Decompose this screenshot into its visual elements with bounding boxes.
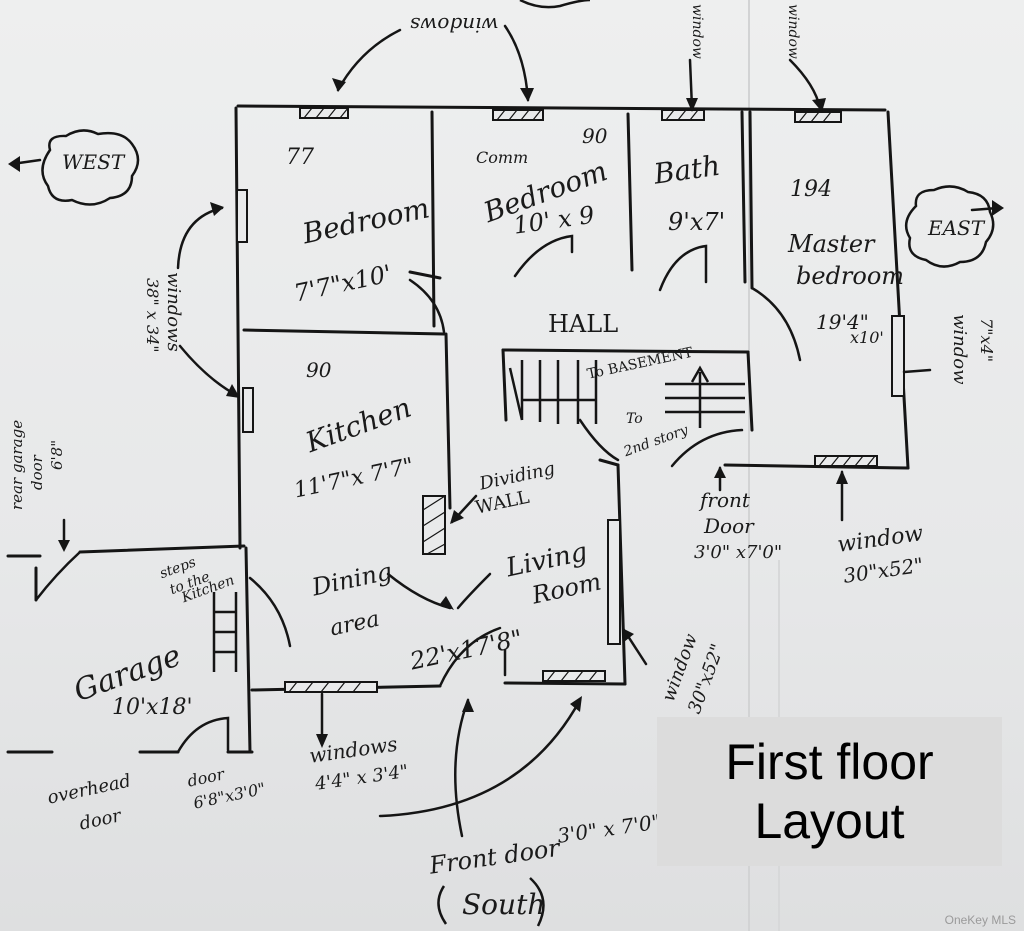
- note-front-inner-3: 3'0" x7'0": [694, 542, 783, 563]
- compass-west: WEST: [62, 150, 125, 174]
- stairs-second: [665, 365, 745, 428]
- master-name2: bedroom: [796, 262, 905, 290]
- door-swing-front-main: [438, 626, 502, 688]
- compass-east: EAST: [928, 216, 985, 240]
- east-cloud: [904, 185, 995, 268]
- arrow-front-door-living: [378, 698, 582, 818]
- arrow-front-door-south: [454, 698, 470, 838]
- west-wall: [234, 106, 242, 550]
- west-cloud: [41, 129, 140, 206]
- bedroom2-code: 90: [582, 124, 608, 148]
- arrow-dining: [386, 572, 452, 610]
- south-bracket: [437, 877, 545, 927]
- wall-bed1-bed2: [430, 110, 436, 328]
- window-north-bed2: [492, 109, 544, 121]
- title-line1: First floor: [725, 733, 934, 790]
- wall-bed2-bath: [626, 112, 634, 272]
- note-window-east-side-2: 7"x4": [977, 318, 996, 363]
- bedroom1-code: 77: [286, 145, 314, 170]
- arrow-windows-west-bottom: [178, 344, 240, 398]
- bedroom2-prefix: Comm: [476, 148, 529, 167]
- door-swing-bed2: [513, 234, 574, 278]
- wall-stairs-east: [746, 350, 754, 432]
- hall-name: HALL: [548, 310, 619, 338]
- note-rear-garage-1: rear garage: [8, 419, 26, 510]
- living-east-wall: [616, 463, 627, 686]
- note-window-bath: window: [689, 4, 705, 59]
- north-wall: [236, 104, 887, 112]
- stairs-basement: [508, 360, 598, 424]
- top-cloud: [519, 0, 591, 9]
- window-north-master: [794, 111, 842, 123]
- wall-garage-top: [78, 544, 246, 554]
- window-south-dining: [284, 681, 378, 693]
- master-size2: x10': [850, 328, 884, 347]
- master-size1: 19'4": [816, 310, 869, 334]
- wall-bath-master: [740, 110, 747, 284]
- arrow-window-east: [902, 368, 932, 374]
- door-swing-front-inner: [670, 428, 744, 468]
- wall-hall-north: [408, 270, 442, 280]
- wall-garage-divider: [244, 546, 252, 754]
- door-swing-master: [750, 286, 802, 362]
- door-swing-garage: [176, 716, 230, 754]
- wall-stairs-top: [501, 348, 750, 354]
- stairs-garage: [212, 592, 238, 672]
- wall-stairs-west: [501, 348, 508, 422]
- window-west-kitchen: [242, 387, 254, 433]
- arrow-windows-west-top: [176, 206, 224, 270]
- dividing-wall-block: [422, 495, 446, 555]
- compass-south: South: [462, 888, 546, 921]
- watermark: OneKey MLS: [944, 913, 1016, 927]
- door-swing-hall: [408, 278, 446, 334]
- window-living-east: [607, 519, 621, 645]
- window-south-living: [542, 670, 606, 682]
- window-north-bath: [661, 109, 705, 121]
- note-window-master: window: [785, 4, 801, 59]
- note-windows-west-1: windows: [163, 272, 184, 352]
- kitchen-code: 90: [306, 358, 332, 382]
- door-swing-garage-west: [34, 550, 82, 602]
- living-top-wall: [598, 458, 620, 467]
- master-name1: Master: [788, 230, 875, 258]
- window-front-master: [814, 455, 878, 467]
- note-windows-west-2: 38" x 34": [143, 278, 162, 353]
- east-wall: [886, 110, 910, 470]
- south-wall-east: [503, 681, 627, 686]
- note-front-inner-2: Door: [704, 514, 754, 538]
- master-code: 194: [790, 177, 832, 202]
- wall-bath-master2: [748, 110, 754, 290]
- door-swing-garage-kitchen: [248, 576, 292, 648]
- bath-size: 9'x7': [668, 208, 726, 236]
- title-card: First floor Layout: [657, 717, 1002, 866]
- window-east-master: [891, 315, 905, 397]
- arrow-windows-north-left: [336, 28, 402, 92]
- note-rear-garage-3: 6'8": [48, 439, 66, 470]
- door-swing-bath: [658, 244, 708, 292]
- note-window-east-side-1: window: [949, 314, 970, 385]
- note-front-inner-1: front: [700, 488, 750, 512]
- note-rear-garage-2: door: [28, 455, 46, 490]
- window-west-bed1: [236, 189, 248, 243]
- note-windows-north: windows: [410, 13, 499, 37]
- wall-bed1-kitchen: [242, 328, 446, 336]
- stairs-curve: [578, 418, 620, 462]
- arrow-living: [456, 572, 492, 610]
- wall-kitchen-east: [444, 332, 452, 510]
- title-line2: Layout: [754, 792, 905, 849]
- note-second-story-1: To: [626, 411, 643, 427]
- garage-size: 10'x18': [112, 695, 193, 720]
